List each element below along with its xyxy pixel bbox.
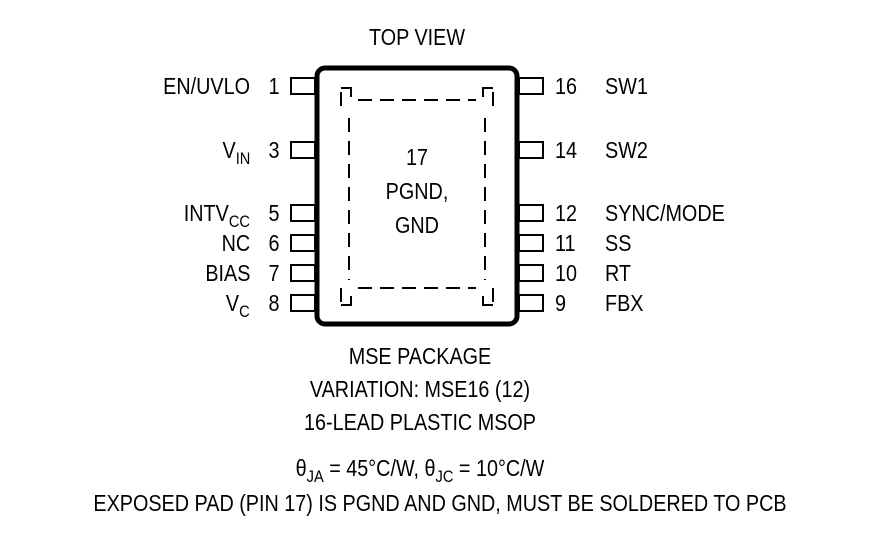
- pad-number: 17: [405, 144, 429, 170]
- pin-number-9: 9: [555, 290, 567, 316]
- package-caption: MSE PACKAGE: [348, 343, 492, 369]
- pin-name-11: SS: [605, 230, 632, 256]
- pin-stub-8: [290, 294, 316, 312]
- pin-stub-10: [518, 264, 544, 282]
- pin-number-14: 14: [555, 137, 578, 163]
- pin-stub-12: [518, 204, 544, 222]
- pin-number-3: 3: [268, 137, 280, 163]
- pin-stub-6: [290, 234, 316, 252]
- pin-name-14: SW2: [605, 137, 648, 163]
- pin-name-12: SYNC/MODE: [605, 200, 725, 226]
- pin-name-1: EN/UVLO: [163, 73, 250, 99]
- pin-name-5: INTVCC: [183, 200, 250, 231]
- pin-number-5: 5: [268, 200, 280, 226]
- right-pin-stubs: [518, 77, 544, 312]
- pin-stub-16: [518, 77, 544, 95]
- variation-caption: VARIATION: MSE16 (12): [309, 376, 531, 402]
- package-outline: [314, 65, 520, 327]
- pin-stub-9: [518, 294, 544, 312]
- pin-stub-7: [290, 264, 316, 282]
- pad-label-line2: GND: [395, 212, 439, 238]
- pin-name-16: SW1: [605, 73, 648, 99]
- pin-number-12: 12: [555, 200, 578, 226]
- pin-name-8: VC: [226, 290, 250, 321]
- top-view-label: TOP VIEW: [369, 24, 465, 50]
- pin-number-11: 11: [555, 230, 576, 256]
- pin-stub-14: [518, 141, 544, 159]
- lead-caption: 16-LEAD PLASTIC MSOP: [304, 409, 536, 435]
- pin-name-3: VIN: [222, 137, 250, 168]
- pin-name-9: FBX: [605, 290, 644, 316]
- pad-label-line1: PGND,: [385, 178, 449, 204]
- pin-name-7: BIAS: [204, 260, 250, 286]
- pin-stub-1: [290, 77, 316, 95]
- thermal-resistance-caption: θJA = 45°C/W, θJC = 10°C/W: [295, 455, 545, 486]
- pin-number-1: 1: [268, 73, 280, 99]
- pin-number-10: 10: [555, 260, 578, 286]
- exposed-pad-note: EXPOSED PAD (PIN 17) IS PGND AND GND, MU…: [93, 490, 787, 516]
- exposed-pad-outline: [340, 87, 494, 306]
- pin-name-10: RT: [605, 260, 632, 286]
- left-pin-stubs: [290, 77, 316, 312]
- pin-number-8: 8: [268, 290, 280, 316]
- pin-number-7: 7: [268, 260, 280, 286]
- pin-stub-5: [290, 204, 316, 222]
- pin-number-6: 6: [268, 230, 280, 256]
- pin-number-16: 16: [555, 73, 578, 99]
- pin-stub-11: [518, 234, 544, 252]
- pin-stub-3: [290, 141, 316, 159]
- pin-name-6: NC: [221, 230, 250, 256]
